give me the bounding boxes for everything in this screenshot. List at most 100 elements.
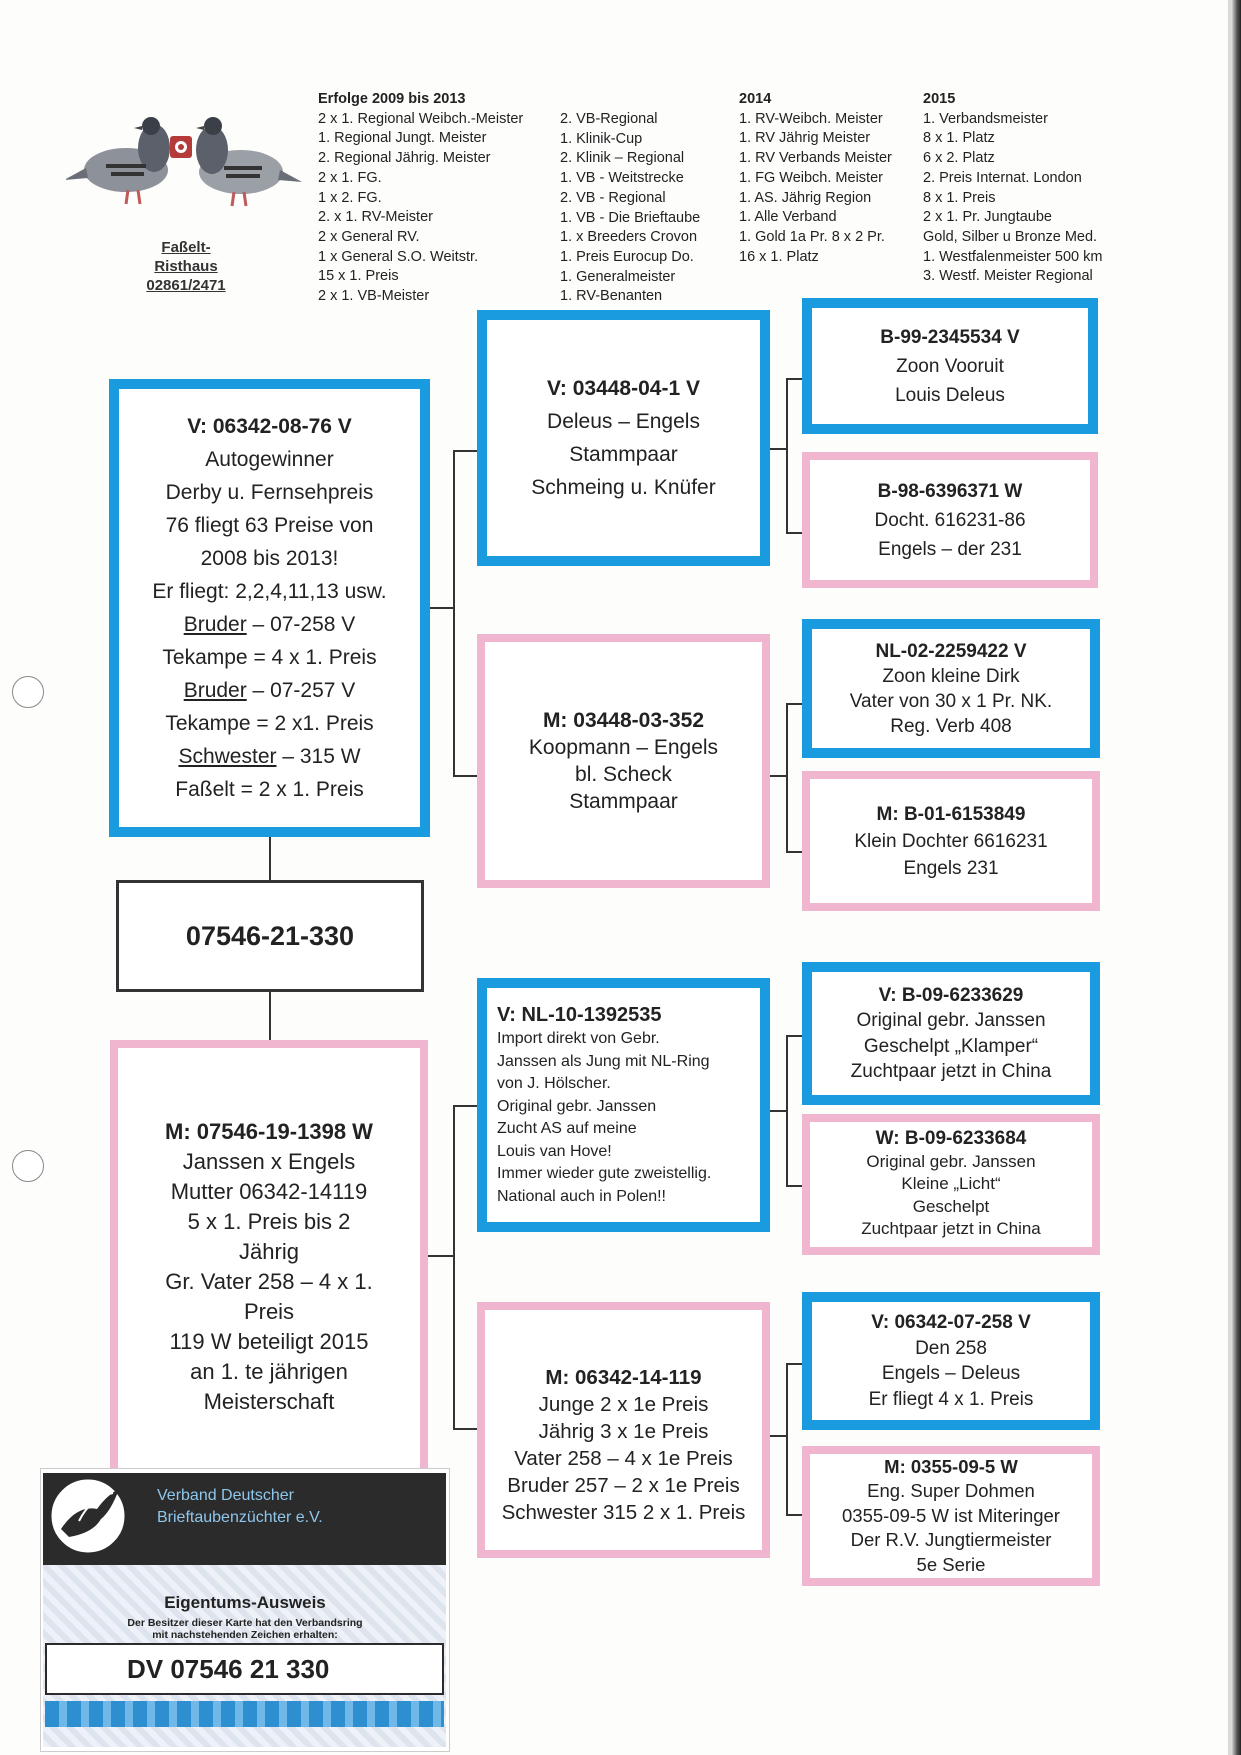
col1-item: 1. Regional Jungt. Meister — [318, 130, 487, 147]
dam-sire-ring: V: NL-10-1392535 — [497, 1004, 662, 1026]
card-text: Der Besitzer dieser Karte hat den Verban… — [41, 1617, 449, 1641]
col4-heading: 2015 — [923, 91, 956, 107]
dam-sire-line: Immer wieder gute zweistellig. — [497, 1165, 712, 1182]
card-text-line: mit nachstehenden Zeichen erhalten: — [152, 1629, 338, 1641]
connector — [768, 1435, 788, 1437]
col3-item: 1. RV Verbands Meister — [739, 150, 892, 167]
col4-item: 2 x 1. Pr. Jungtaube — [923, 209, 1052, 226]
dam-dam-line: Bruder 257 – 2 x 1e Preis — [507, 1474, 740, 1497]
connector — [453, 1428, 477, 1430]
dam-dam-ring: M: 06342-14-119 — [545, 1366, 702, 1389]
pigeons-logo — [66, 117, 302, 207]
achievements-col-3: 2014 1. RV-Weibch. Meister 1. RV Jährig … — [739, 90, 892, 267]
sss-ring: B-99-2345534 V — [880, 326, 1020, 348]
card-org-line: Verband Deutscher — [157, 1487, 294, 1504]
connector — [453, 450, 477, 452]
sire-line: Tekampe = 4 x 1. Preis — [162, 646, 377, 669]
col3-item: 1. Alle Verband — [739, 209, 837, 226]
connector — [269, 834, 271, 880]
sire-sire-line: Deleus – Engels — [547, 410, 700, 433]
col1-item: 15 x 1. Preis — [318, 268, 399, 285]
dsd-line: Geschelpt — [912, 1196, 990, 1216]
connector — [786, 532, 802, 534]
sds-line: Zoon kleine Dirk — [882, 665, 1020, 687]
breeder-name-1: Faßelt- — [161, 239, 211, 256]
dam-dam-line: Vater 258 – 4 x 1e Preis — [514, 1447, 733, 1470]
col1-item: 2 x 1. Regional Weibch.-Meister — [318, 110, 524, 127]
card-org: Verband Deutscher Brieftaubenzüchter e.V… — [157, 1485, 437, 1529]
achievements-col-4: 2015 1. Verbandsmeister 8 x 1. Platz 6 x… — [923, 90, 1102, 287]
achievements-col-1: Erfolge 2009 bis 2013 2 x 1. Regional We… — [318, 90, 523, 307]
col1-item: 2 x General RV. — [318, 228, 420, 245]
connector — [786, 378, 802, 380]
dam-line: Preis — [243, 1299, 295, 1324]
col1-item: 2. x 1. RV-Meister — [318, 209, 433, 226]
dam-line: Janssen x Engels — [182, 1149, 356, 1174]
col1-item: 1 x 2. FG. — [318, 189, 382, 206]
punch-hole-bottom — [12, 1150, 44, 1182]
connector — [786, 1035, 802, 1037]
dsd-box: W: B-09-6233684 Original gebr. Janssen K… — [802, 1114, 1100, 1255]
card-title: Eigentums-Ausweis — [164, 1593, 326, 1612]
ssd-ring: B-98-6396371 W — [877, 480, 1023, 502]
sds-box: NL-02-2259422 V Zoon kleine Dirk Vater v… — [802, 619, 1100, 758]
sire-schwester: Schwester – 315 W — [178, 740, 360, 773]
connector — [453, 775, 477, 777]
connector — [453, 450, 455, 776]
dam-sire-line: Zucht AS auf meine — [497, 1120, 637, 1137]
connector — [768, 1110, 788, 1112]
sire-ring: V: 06342-08-76 V — [187, 415, 352, 438]
achievements-col-2: 2. VB-Regional 1. Klinik-Cup 2. Klinik –… — [560, 110, 700, 307]
col3-item: 1. AS. Jährig Region — [739, 189, 872, 206]
col2-item: 1. Preis Eurocup Do. — [560, 248, 694, 265]
connector — [786, 1363, 802, 1365]
col2-item: 1. Klinik-Cup — [560, 130, 643, 147]
col3-item: 1. Gold 1a Pr. 8 x 2 Pr. — [739, 228, 885, 245]
dam-sire-box: V: NL-10-1392535 Import direkt von Gebr.… — [477, 978, 770, 1232]
sire-dam-box: M: 03448-03-352 Koopmann – Engels bl. Sc… — [477, 634, 770, 888]
dds-line: Engels – Deleus — [881, 1363, 1021, 1384]
col4-item: 3. Westf. Meister Regional — [923, 268, 1093, 285]
sire-sire-line: Schmeing u. Knüfer — [531, 476, 716, 499]
connector — [786, 703, 802, 705]
ddd-box: M: 0355-09-5 W Eng. Super Dohmen 0355-09… — [802, 1446, 1100, 1586]
punch-hole-top — [12, 676, 44, 708]
dam-line: Gr. Vater 258 – 4 x 1. — [165, 1269, 373, 1294]
card-bottom-band — [45, 1701, 444, 1727]
bruder-label: Bruder — [183, 613, 247, 636]
connector — [786, 1363, 788, 1516]
dss-box: V: B-09-6233629 Original gebr. Janssen G… — [802, 962, 1100, 1105]
col2-item: 1. VB - Die Brieftaube — [560, 209, 701, 226]
pigeon-right-icon — [196, 117, 302, 207]
dds-line: Er fliegt 4 x 1. Preis — [868, 1388, 1034, 1410]
sdd-line: Klein Dochter 6616231 — [854, 830, 1048, 852]
connector — [786, 851, 802, 853]
col3-item: 1. RV Jährig Meister — [739, 130, 871, 147]
subject-ring: 07546-21-330 — [185, 920, 355, 951]
connector — [786, 1514, 802, 1516]
col3-item: 1. FG Weibch. Meister — [739, 169, 883, 186]
sire-line: Faßelt = 2 x 1. Preis — [175, 778, 364, 801]
dam-sire-line: National auch in Polen!! — [497, 1187, 666, 1205]
ddd-line: 5e Serie — [916, 1553, 986, 1575]
sss-box: B-99-2345534 V Zoon Vooruit Louis Deleus — [802, 298, 1098, 434]
connector — [453, 1105, 455, 1430]
sire-bruder-1: Bruder – 07-258 V — [184, 608, 356, 641]
subject-box: 07546-21-330 — [116, 880, 424, 992]
col2-item: 2. VB - Regional — [560, 189, 666, 206]
col2-item: 1. RV-Benanten — [560, 288, 663, 305]
sds-line: Reg. Verb 408 — [890, 715, 1012, 737]
dam-line: 5 x 1. Preis bis 2 — [187, 1209, 351, 1234]
sss-line: Zoon Vooruit — [896, 355, 1004, 377]
dss-line: Geschelpt „Klamper“ — [863, 1035, 1039, 1057]
dam-dam-line: Jährig 3 x 1e Preis — [538, 1420, 709, 1443]
ddd-ring: M: 0355-09-5 W — [884, 1455, 1018, 1477]
dam-dam-line: Schwester 315 2 x 1. Preis — [501, 1501, 746, 1524]
connector — [425, 1255, 455, 1257]
connector — [768, 448, 788, 450]
col1-item: 2 x 1. VB-Meister — [318, 288, 430, 305]
connector — [786, 1035, 788, 1187]
col3-item: 1. RV-Weibch. Meister — [739, 110, 883, 127]
dove-icon — [48, 1476, 128, 1556]
col4-item: 2. Preis Internat. London — [923, 169, 1082, 186]
